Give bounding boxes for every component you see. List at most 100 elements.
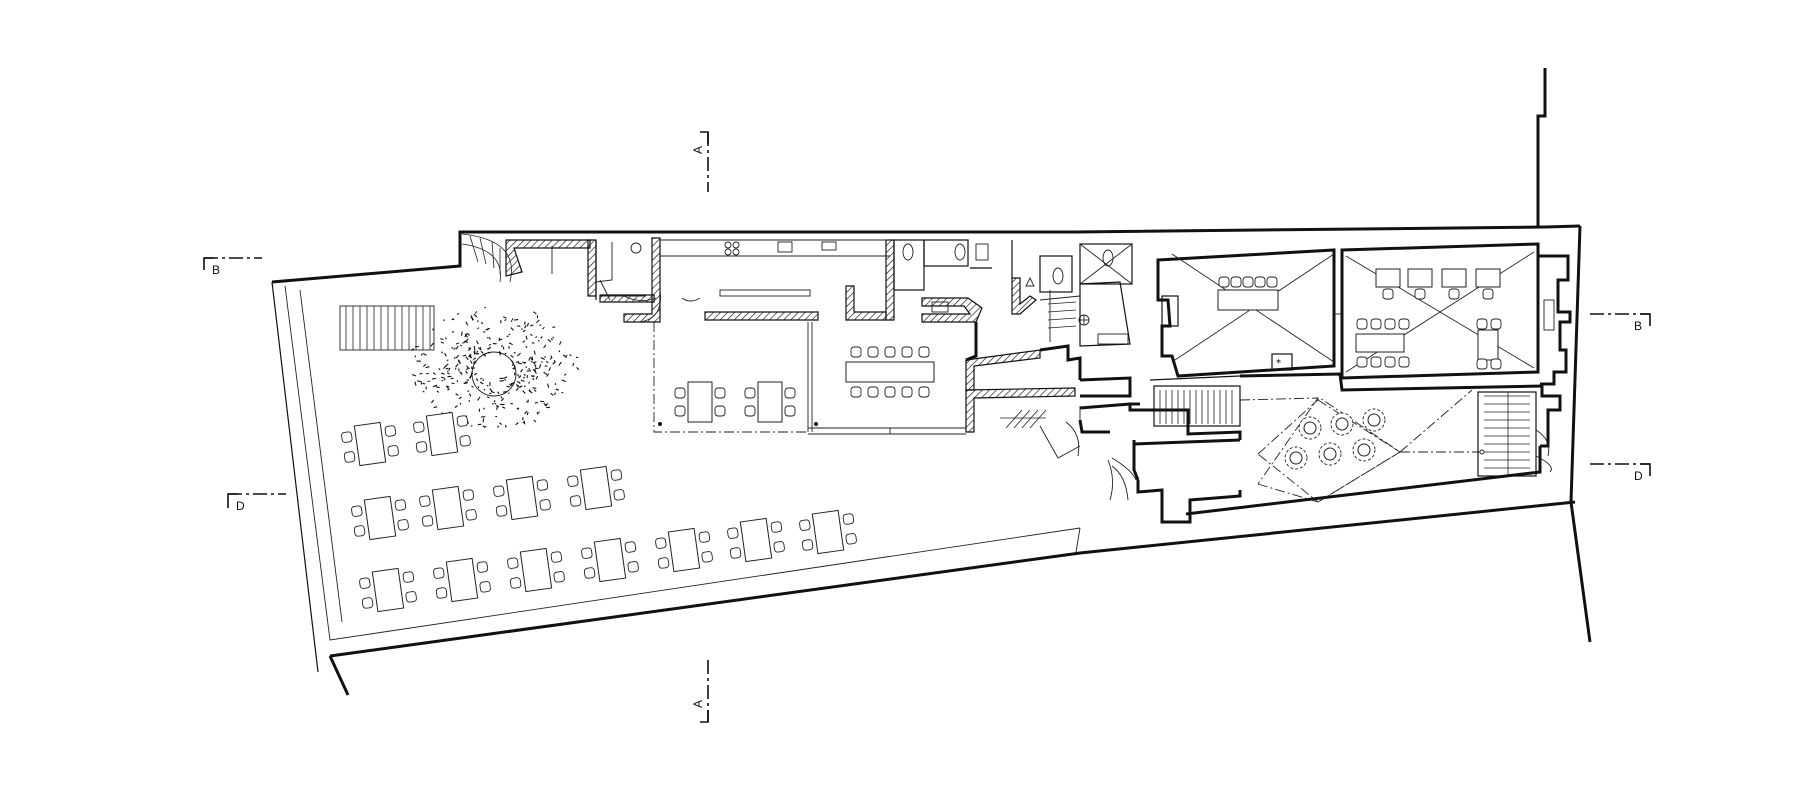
chair [1356,318,1368,330]
leaf [533,311,537,315]
leaf [473,313,478,318]
leaf [466,332,470,336]
chair [343,451,356,463]
leaf [477,327,480,330]
leaf [555,388,560,391]
table-top [739,517,773,563]
chair [918,386,930,398]
leaf [535,336,538,339]
table-top [445,557,479,603]
leaf [522,329,526,333]
leaf [455,354,460,359]
leaf [520,368,524,373]
round-table [1362,408,1386,432]
leaf [410,348,415,351]
chair [801,539,814,551]
leaf [463,340,469,344]
leaf [488,343,492,346]
leaf [482,425,486,428]
chair [495,505,508,517]
section-label-a-top: A [691,146,705,154]
central-walls [965,322,1542,524]
leaf [497,391,500,395]
chair [405,591,417,603]
leaf [462,354,467,357]
table-top [811,509,845,555]
round-table [1330,412,1354,436]
chair [784,405,796,417]
leaf [451,330,455,334]
leaf [543,344,547,349]
chair [361,597,374,609]
chair [476,561,489,573]
long-dining-table [845,346,935,398]
leaf [414,381,417,386]
chair [1476,358,1488,370]
chair [867,346,879,358]
leaf [547,383,550,388]
table-top [431,485,465,531]
leaf [510,359,514,363]
leaf [430,399,435,404]
leaf [469,355,473,359]
leaf [522,390,526,394]
leaf [441,379,444,382]
leaf [510,320,513,323]
leaf [455,363,459,368]
leaf [487,351,490,354]
terrace-table [507,547,565,593]
table-top [505,475,539,521]
leaf [532,361,537,364]
leaf [440,372,445,375]
leaf [533,350,536,355]
leaf [468,400,471,402]
chair [1414,288,1426,300]
leaf [474,311,478,314]
leaf [545,360,549,364]
table-top [519,547,553,593]
leaf [457,360,461,364]
leaf [530,324,534,327]
leaf [547,339,552,343]
leaf [504,318,507,322]
interior-tables [674,268,1502,423]
leaf [477,396,481,401]
leaf [543,371,548,375]
leaf [558,350,561,353]
chair [1398,356,1410,368]
chair [1482,288,1494,300]
leaf [496,404,500,408]
leaf [422,353,427,356]
chair [353,525,366,537]
leaf [478,347,482,351]
leaf [542,326,545,330]
leaf [528,381,531,384]
chair [507,557,519,569]
tree-trunk [471,351,517,397]
chair [842,513,855,525]
table-top [1355,333,1405,353]
chair [1230,276,1242,288]
desk [1441,268,1467,288]
leaf [532,387,537,390]
terrace-table [799,509,857,555]
chair [394,499,407,511]
chair [674,405,686,417]
leaf [460,372,463,375]
chair [884,386,896,398]
leaf [515,422,519,426]
leaf [455,345,459,350]
chair [845,533,857,545]
leaf [511,363,514,366]
chair [1490,358,1502,370]
leaf [465,356,469,361]
chair [613,489,625,501]
leaf [559,341,562,345]
chair [569,495,582,507]
leaf [459,344,463,347]
leaf [550,392,554,396]
chair [610,469,623,481]
table-top [353,421,387,467]
leaf [503,391,508,393]
leaf [465,338,469,342]
